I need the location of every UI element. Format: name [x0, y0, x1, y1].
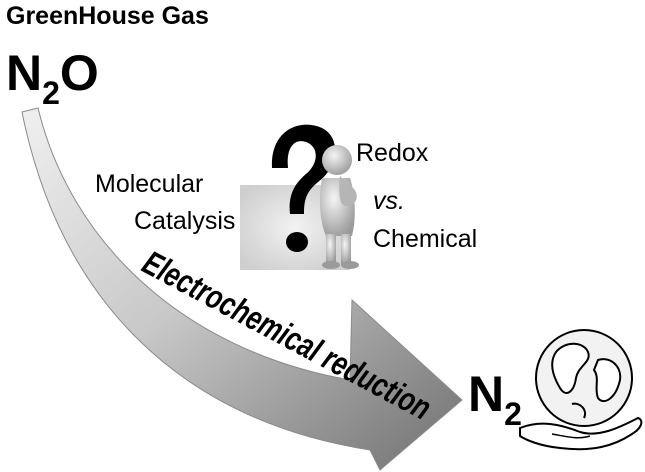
header-label: GreenHouse Gas — [6, 2, 209, 30]
right-question-line1: Redox — [356, 139, 429, 167]
reaction-arrow — [21, 107, 463, 471]
left-question-line2: Catalysis — [134, 207, 236, 235]
globe-in-hand-icon — [519, 329, 643, 451]
left-question-line1: Molecular — [95, 170, 204, 198]
product-formula: N2 — [468, 366, 522, 430]
reactant-subscript: 2 — [42, 75, 60, 111]
reactant-n: N — [6, 45, 43, 101]
question-mark-thinker-icon — [271, 124, 359, 269]
product-n: N — [468, 366, 505, 422]
product-subscript: 2 — [504, 396, 522, 432]
reactant-formula: N2O — [6, 45, 99, 109]
right-question-line3: Chemical — [373, 225, 478, 253]
reactant-o: O — [59, 45, 99, 101]
right-question-line2: vs. — [373, 187, 405, 215]
